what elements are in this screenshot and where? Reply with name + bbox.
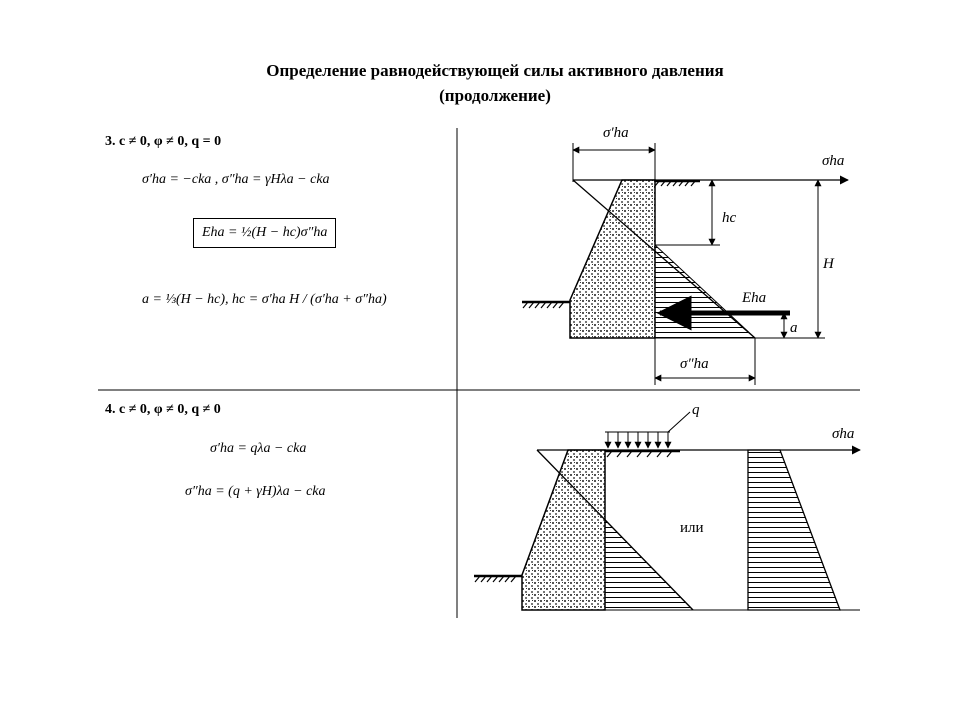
page-subtitle: (продолжение): [439, 86, 551, 105]
label-sigma-axis-top: σha: [822, 153, 844, 169]
case4-formula-sigma1: σ′ha = qλa − cka: [210, 441, 307, 456]
label-hc: hc: [722, 210, 737, 226]
top-pressure-triangle: [654, 243, 757, 339]
label-or: или: [680, 520, 704, 536]
case3-heading: 3. c ≠ 0, φ ≠ 0, q = 0: [105, 134, 222, 149]
top-wall: [569, 179, 656, 339]
case3-formula-sigma: σ′ha = −cka , σ″ha = γHλa − cka: [142, 172, 330, 187]
label-sigma-double-top: σ″ha: [680, 356, 709, 372]
alternative-trapezoid: [747, 449, 841, 611]
label-q: q: [692, 402, 700, 418]
case3-formula-E: Eha = ½(H − hc)σ″ha: [193, 218, 337, 248]
label-H: H: [822, 256, 835, 272]
top-diagram: σ′ha σha hc H Eha a σ″ha: [522, 125, 849, 385]
case3-formula-a-hc: a = ⅓(H − hc), hc = σ′ha H / (σ′ha + σ″h…: [142, 292, 387, 307]
label-a: a: [790, 320, 798, 336]
case4-heading: 4. c ≠ 0, φ ≠ 0, q ≠ 0: [105, 402, 221, 417]
page-title: Определение равнодействующей силы активн…: [266, 61, 724, 80]
label-sigma-axis-bottom: σha: [832, 426, 854, 442]
label-E: Eha: [741, 290, 766, 306]
bottom-wall: [521, 449, 606, 611]
bottom-diagram: q или σha: [474, 402, 861, 611]
case4-formula-sigma2: σ″ha = (q + γH)λa − cka: [185, 484, 326, 499]
label-sigma-prime-top: σ′ha: [603, 125, 629, 141]
